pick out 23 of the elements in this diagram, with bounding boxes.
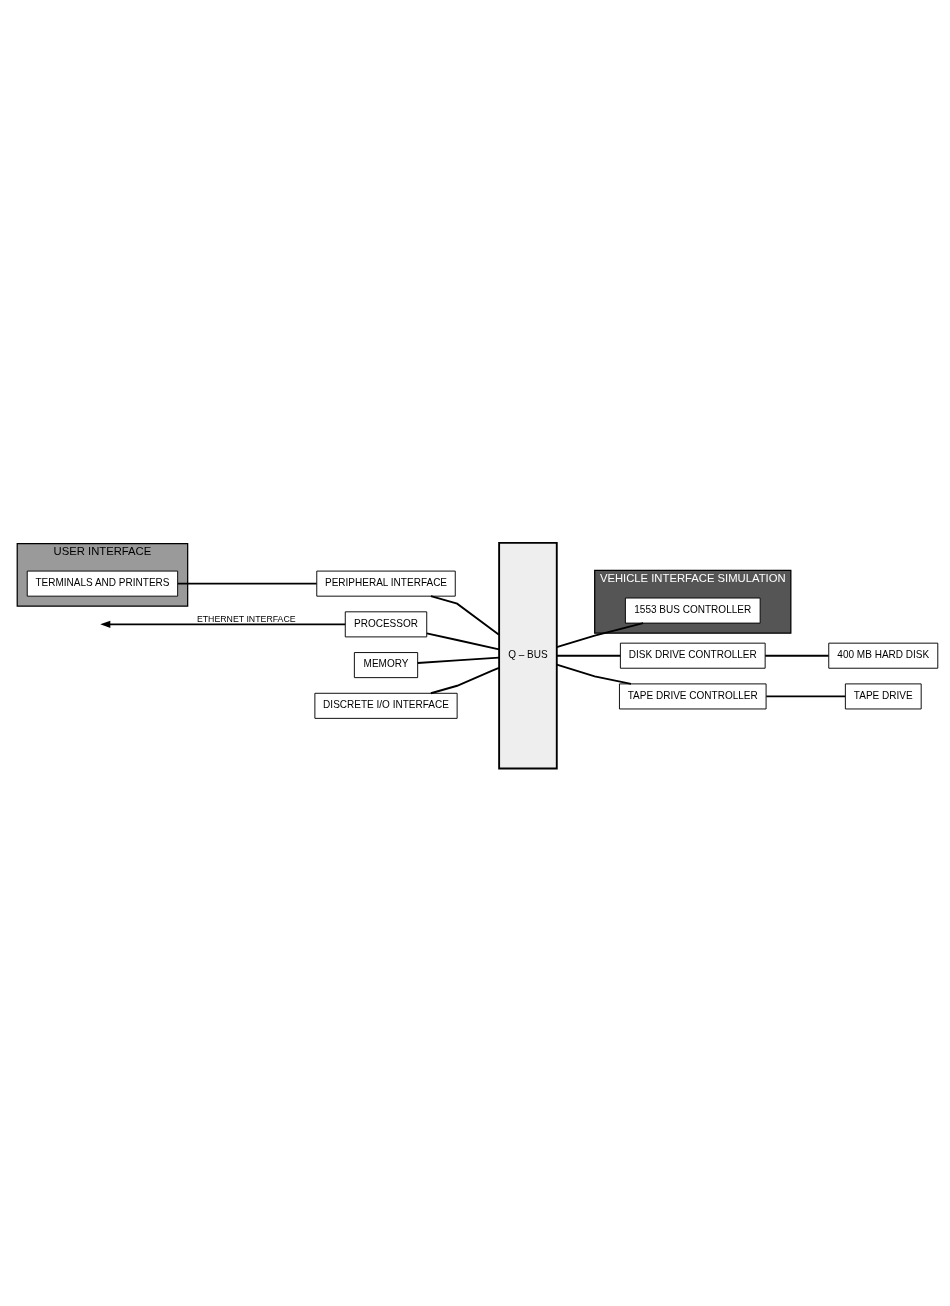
connector (429, 594, 500, 636)
node-box: PROCESSOR (344, 610, 428, 637)
node-box: DISCRETE I/O INTERFACE (314, 692, 458, 719)
node-box: Q – BUS (498, 541, 558, 769)
connector (416, 656, 500, 664)
node-box: TAPE DRIVE CONTROLLER (619, 682, 767, 709)
connector (555, 621, 645, 648)
node-box: PERIPHERAL INTERFACE (316, 570, 456, 597)
connector (555, 663, 632, 685)
arrow (100, 620, 347, 628)
connector (176, 582, 318, 585)
node-box: DISK DRIVE CONTROLLER (619, 642, 766, 669)
node-box: 400 MB HARD DISK (828, 642, 939, 669)
connector (555, 654, 622, 657)
node-box: 1553 BUS CONTROLLER (624, 597, 761, 624)
node-box: TERMINALS AND PRINTERS (26, 570, 179, 597)
edge-label: ETHERNET INTERFACE (196, 613, 296, 624)
connector (425, 631, 500, 650)
connector (764, 654, 830, 657)
node-box: TAPE DRIVE (844, 682, 922, 709)
connector (429, 666, 500, 694)
node-box: MEMORY (353, 651, 419, 678)
connector (765, 695, 847, 697)
